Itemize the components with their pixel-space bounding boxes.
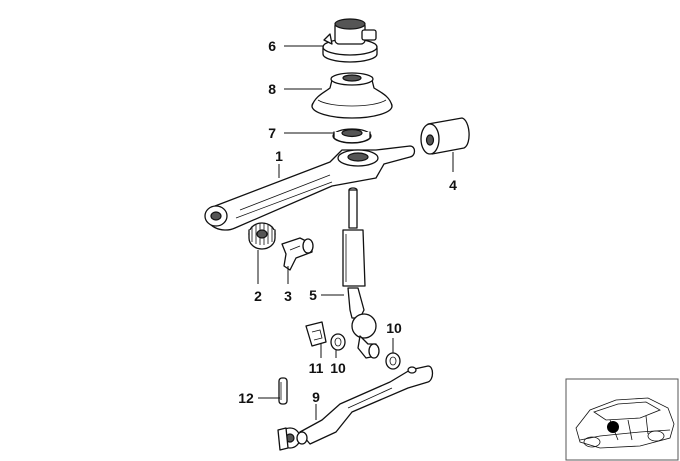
part-5-selector-rod[interactable] [342,187,380,359]
callout-6: 6 [268,38,276,54]
callout-labels: 6 8 7 1 4 2 3 5 11 10 10 12 9 [238,38,457,406]
part-10-washer-right[interactable] [385,352,401,370]
part-11-clip[interactable] [305,321,327,347]
callout-10-left: 10 [330,360,346,376]
part-12-pin[interactable] [278,377,288,405]
part-2-bearing[interactable] [248,222,276,250]
callout-7: 7 [268,125,276,141]
callout-12: 12 [238,390,254,406]
leader-lines [257,45,454,420]
callout-8: 8 [268,81,276,97]
callout-1: 1 [275,148,283,164]
callout-3: 3 [284,288,292,304]
part-7-bushing[interactable] [332,128,372,144]
part-9-linkage[interactable] [277,365,434,451]
callout-11: 11 [309,360,324,376]
part-10-washer-left[interactable] [330,333,346,351]
vehicle-locator-thumbnail[interactable] [565,378,679,461]
callout-2: 2 [254,288,262,304]
location-marker-icon [607,421,619,433]
part-3-clip[interactable] [281,237,314,271]
part-4-damper[interactable] [420,117,470,155]
part-8-boot[interactable] [311,72,393,119]
part-6-clamp[interactable] [322,18,378,63]
callout-9: 9 [312,389,320,405]
callout-10-right: 10 [386,320,402,336]
callout-4: 4 [449,177,457,193]
part-1-shift-arm[interactable] [204,145,416,231]
callout-5: 5 [309,287,317,303]
